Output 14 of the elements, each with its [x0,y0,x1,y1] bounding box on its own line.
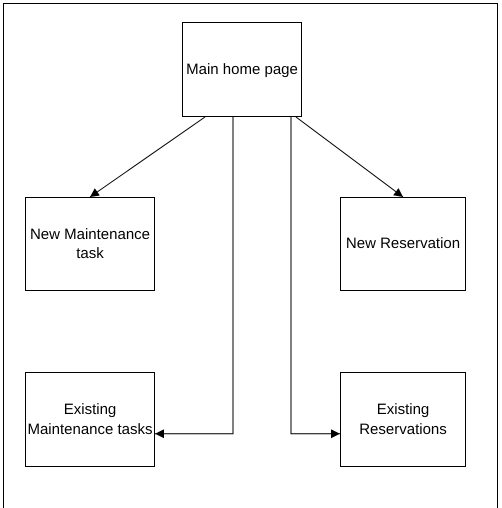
arrow [290,116,340,438]
arrow [296,116,404,198]
page-box [25,197,155,291]
page-box [340,197,466,291]
page-box [340,372,466,467]
page-title: Existing Reservations [358,400,448,439]
arrow [90,116,206,198]
page-title: New Maintenance task [28,224,152,264]
arrow [154,116,234,438]
page-title: Main home page [186,60,298,80]
page-box [182,22,302,117]
page-box [25,372,155,467]
page-title: New Reservation [346,234,460,254]
page-title: Existing Maintenance tasks [26,400,154,439]
